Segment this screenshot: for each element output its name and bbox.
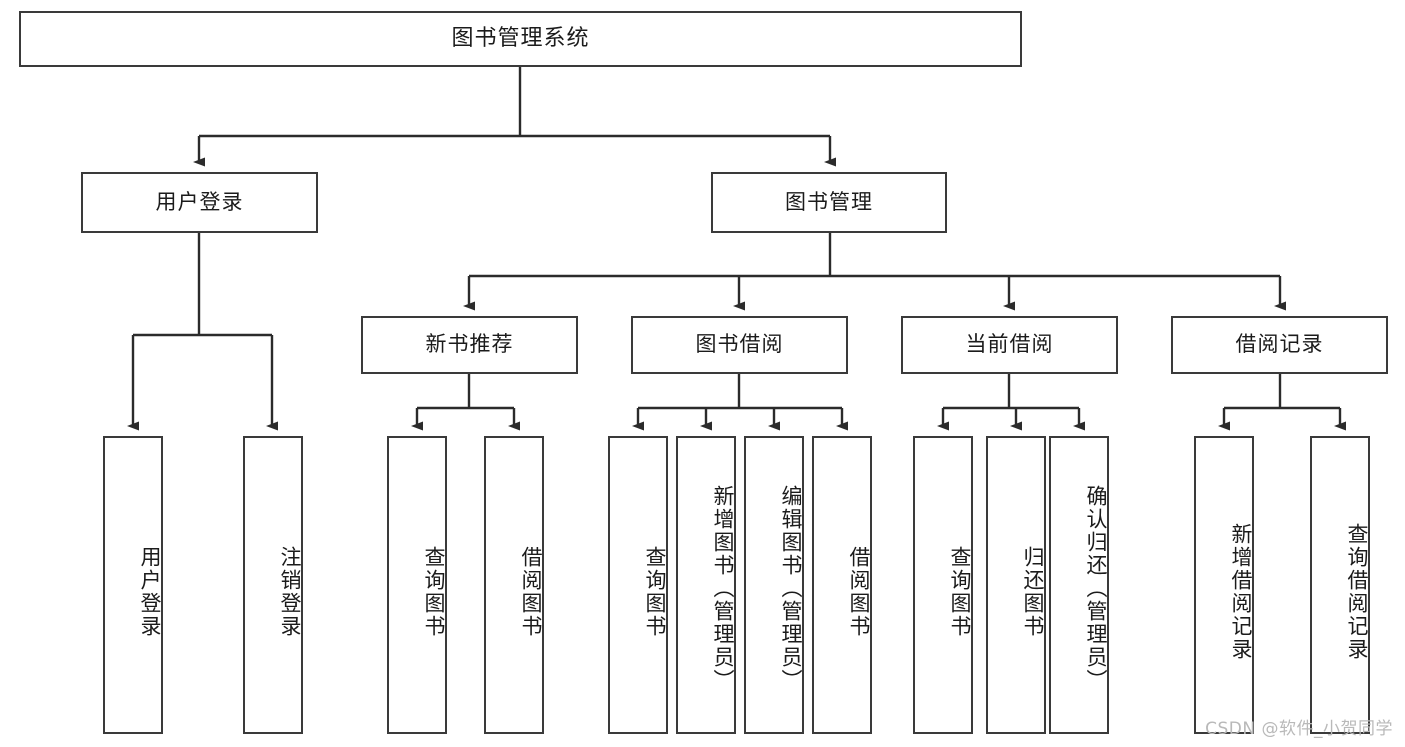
node-leaf-user-login-label: 用户登录 [138,546,162,638]
node-leaf-edit-book-admin-label: 编辑图书（管理员） [779,484,803,692]
node-borrow-record-label: 借阅记录 [1235,332,1324,357]
node-leaf-logout[interactable]: 注销登录 [243,436,303,734]
node-book-manage-label: 图书管理 [785,189,873,214]
node-book-borrow[interactable]: 图书借阅 [631,316,848,374]
node-leaf-query-book-borrow-label: 查询图书 [643,546,667,638]
node-current-borrow-label: 当前借阅 [965,332,1054,357]
node-leaf-confirm-return-admin-label: 确认归还（管理员） [1084,484,1108,692]
node-leaf-return-book-label: 归还图书 [1021,546,1045,638]
node-user-login-label: 用户登录 [155,189,244,214]
node-book-borrow-label: 图书借阅 [695,332,784,357]
node-leaf-query-book-rec[interactable]: 查询图书 [387,436,447,734]
node-leaf-edit-book-admin[interactable]: 编辑图书（管理员） [744,436,804,734]
node-user-login[interactable]: 用户登录 [81,172,318,233]
node-leaf-query-book-rec-label: 查询图书 [422,546,446,638]
node-leaf-borrow-book-rec[interactable]: 借阅图书 [484,436,544,734]
node-leaf-add-book-admin[interactable]: 新增图书（管理员） [676,436,736,734]
node-current-borrow[interactable]: 当前借阅 [901,316,1118,374]
node-leaf-borrow-book-label: 借阅图书 [847,546,871,638]
node-leaf-add-book-admin-label: 新增图书（管理员） [711,484,735,692]
node-leaf-borrow-book[interactable]: 借阅图书 [812,436,872,734]
node-leaf-query-book-borrow[interactable]: 查询图书 [608,436,668,734]
node-root-label: 图书管理系统 [451,25,590,51]
node-borrow-record[interactable]: 借阅记录 [1171,316,1388,374]
node-root[interactable]: 图书管理系统 [19,11,1022,67]
node-leaf-add-borrow-record[interactable]: 新增借阅记录 [1194,436,1254,734]
node-leaf-confirm-return-admin[interactable]: 确认归还（管理员） [1049,436,1109,734]
node-leaf-return-book[interactable]: 归还图书 [986,436,1046,734]
node-leaf-add-borrow-record-label: 新增借阅记录 [1229,523,1253,661]
node-new-book-rec[interactable]: 新书推荐 [361,316,578,374]
node-leaf-query-borrow-record[interactable]: 查询借阅记录 [1310,436,1370,734]
csdn-watermark: CSDN @软件_小贺同学 [1205,719,1393,739]
node-new-book-rec-label: 新书推荐 [425,332,514,357]
node-leaf-borrow-book-rec-label: 借阅图书 [519,546,543,638]
node-leaf-query-book-current[interactable]: 查询图书 [913,436,973,734]
node-leaf-logout-label: 注销登录 [278,546,302,638]
node-leaf-query-borrow-record-label: 查询借阅记录 [1345,523,1369,661]
node-leaf-user-login[interactable]: 用户登录 [103,436,163,734]
node-leaf-query-book-current-label: 查询图书 [948,546,972,638]
node-book-manage[interactable]: 图书管理 [711,172,947,233]
